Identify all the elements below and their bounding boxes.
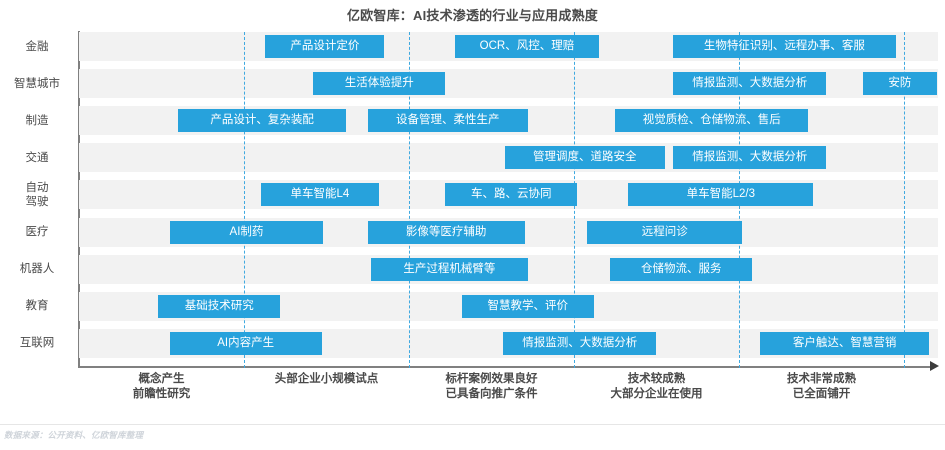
- bar-box[interactable]: 安防: [862, 72, 937, 96]
- bar-box[interactable]: 情报监测、大数据分析: [503, 331, 657, 355]
- x-axis-label-line: 已具备向推广条件: [445, 388, 538, 400]
- y-axis-label-line: 金融: [25, 40, 49, 53]
- bar-box[interactable]: OCR、风控、理赔: [455, 35, 599, 58]
- x-axis-label-stage-3: 标杆案例效果良好已具备向推广条件: [402, 372, 582, 402]
- x-axis-label-line: 头部企业小规模试点: [274, 373, 379, 385]
- y-axis-label-line: 医疗: [25, 226, 49, 238]
- gridline-stage-5: [904, 32, 905, 368]
- bar-box[interactable]: 情报监测、大数据分析: [673, 72, 827, 96]
- bar-box[interactable]: 情报监测、大数据分析: [673, 146, 827, 170]
- x-axis-label-stage-4: 技术较成熟大部分企业在使用: [567, 372, 747, 402]
- bar-box[interactable]: 视觉质检、仓储物流、售后: [615, 109, 809, 133]
- y-axis-label-互联网: 互联网: [0, 336, 74, 350]
- bar-box[interactable]: AI制药: [169, 220, 324, 244]
- source-note: 数据来源：公开资料、亿欧智库整理: [4, 430, 144, 440]
- y-axis-label-line: 互联网: [19, 337, 55, 350]
- bar-box[interactable]: 车、路、云协同: [445, 183, 578, 207]
- x-axis-label-stage-1: 概念产生前瞻性研究: [72, 372, 252, 402]
- bar-box[interactable]: 产品设计定价: [265, 35, 385, 58]
- bar-box[interactable]: 仓储物流、服务: [610, 257, 753, 281]
- bar-box[interactable]: 智慧教学、评价: [461, 294, 594, 318]
- x-axis-label-line: 概念产生: [138, 373, 185, 385]
- y-axis-label-line: 教育: [25, 300, 49, 313]
- y-axis-label-金融: 金融: [0, 40, 74, 54]
- footer-divider: [0, 424, 945, 425]
- bar-box[interactable]: 生物特征识别、远程办事、客服: [673, 35, 896, 58]
- y-axis-label-line: 自动: [25, 181, 49, 194]
- bar-box[interactable]: 设备管理、柔性生产: [367, 109, 528, 133]
- bar-box[interactable]: 远程问诊: [587, 220, 743, 244]
- bar-box[interactable]: 影像等医疗辅助: [367, 220, 525, 244]
- bar-box[interactable]: 生产过程机械臂等: [371, 257, 528, 281]
- bar-box[interactable]: 客户触达、智慧营销: [760, 331, 929, 355]
- y-axis-label-机器人: 机器人: [0, 262, 74, 276]
- x-axis-label-line: 前瞻性研究: [132, 388, 191, 400]
- page-title: 亿欧智库：AI技术渗透的行业与应用成熟度: [346, 8, 598, 23]
- bar-box[interactable]: 生活体验提升: [313, 72, 446, 96]
- y-axis-label-line: 机器人: [19, 263, 55, 276]
- y-axis-line: [78, 31, 80, 367]
- y-axis-label-line: 制造: [25, 114, 49, 127]
- x-axis-label-line: 标杆案例效果良好: [445, 373, 538, 385]
- bar-box[interactable]: 基础技术研究: [158, 294, 281, 318]
- bar-box[interactable]: 单车智能L4: [260, 183, 380, 207]
- gridline-stage-1: [244, 32, 245, 368]
- x-axis-label-line: 大部分企业在使用: [610, 388, 703, 400]
- x-axis-line: [78, 366, 933, 368]
- x-axis-label-line: 技术非常成熟: [787, 373, 856, 385]
- y-axis-label-医疗: 医疗: [0, 225, 74, 239]
- y-axis-label-教育: 教育: [0, 299, 74, 313]
- x-axis-label-stage-5: 技术非常成熟已全面铺开: [732, 372, 912, 402]
- x-axis-label-line: 技术较成熟: [627, 373, 686, 385]
- bar-box[interactable]: 管理调度、道路安全: [504, 146, 665, 170]
- y-axis-label-line: 智慧城市: [14, 77, 60, 90]
- bar-box[interactable]: 产品设计、复杂装配: [178, 109, 347, 133]
- x-axis-label-stage-2: 头部企业小规模试点: [237, 372, 417, 387]
- y-axis-label-line: 交通: [25, 151, 49, 164]
- y-axis-label-line: 驾驶: [25, 195, 49, 208]
- bar-box[interactable]: AI内容产生: [169, 331, 322, 355]
- gridline-stage-2: [409, 32, 410, 368]
- x-axis-arrow-icon: [930, 361, 939, 371]
- x-axis-label-line: 已全面铺开: [792, 388, 851, 400]
- y-axis-label-交通: 交通: [0, 151, 74, 165]
- bar-box[interactable]: 单车智能L2/3: [628, 183, 814, 207]
- y-axis-label-智慧城市: 智慧城市: [0, 77, 74, 91]
- y-axis-label-自动驾驶: 自动驾驶: [0, 181, 74, 209]
- y-axis-label-制造: 制造: [0, 114, 74, 128]
